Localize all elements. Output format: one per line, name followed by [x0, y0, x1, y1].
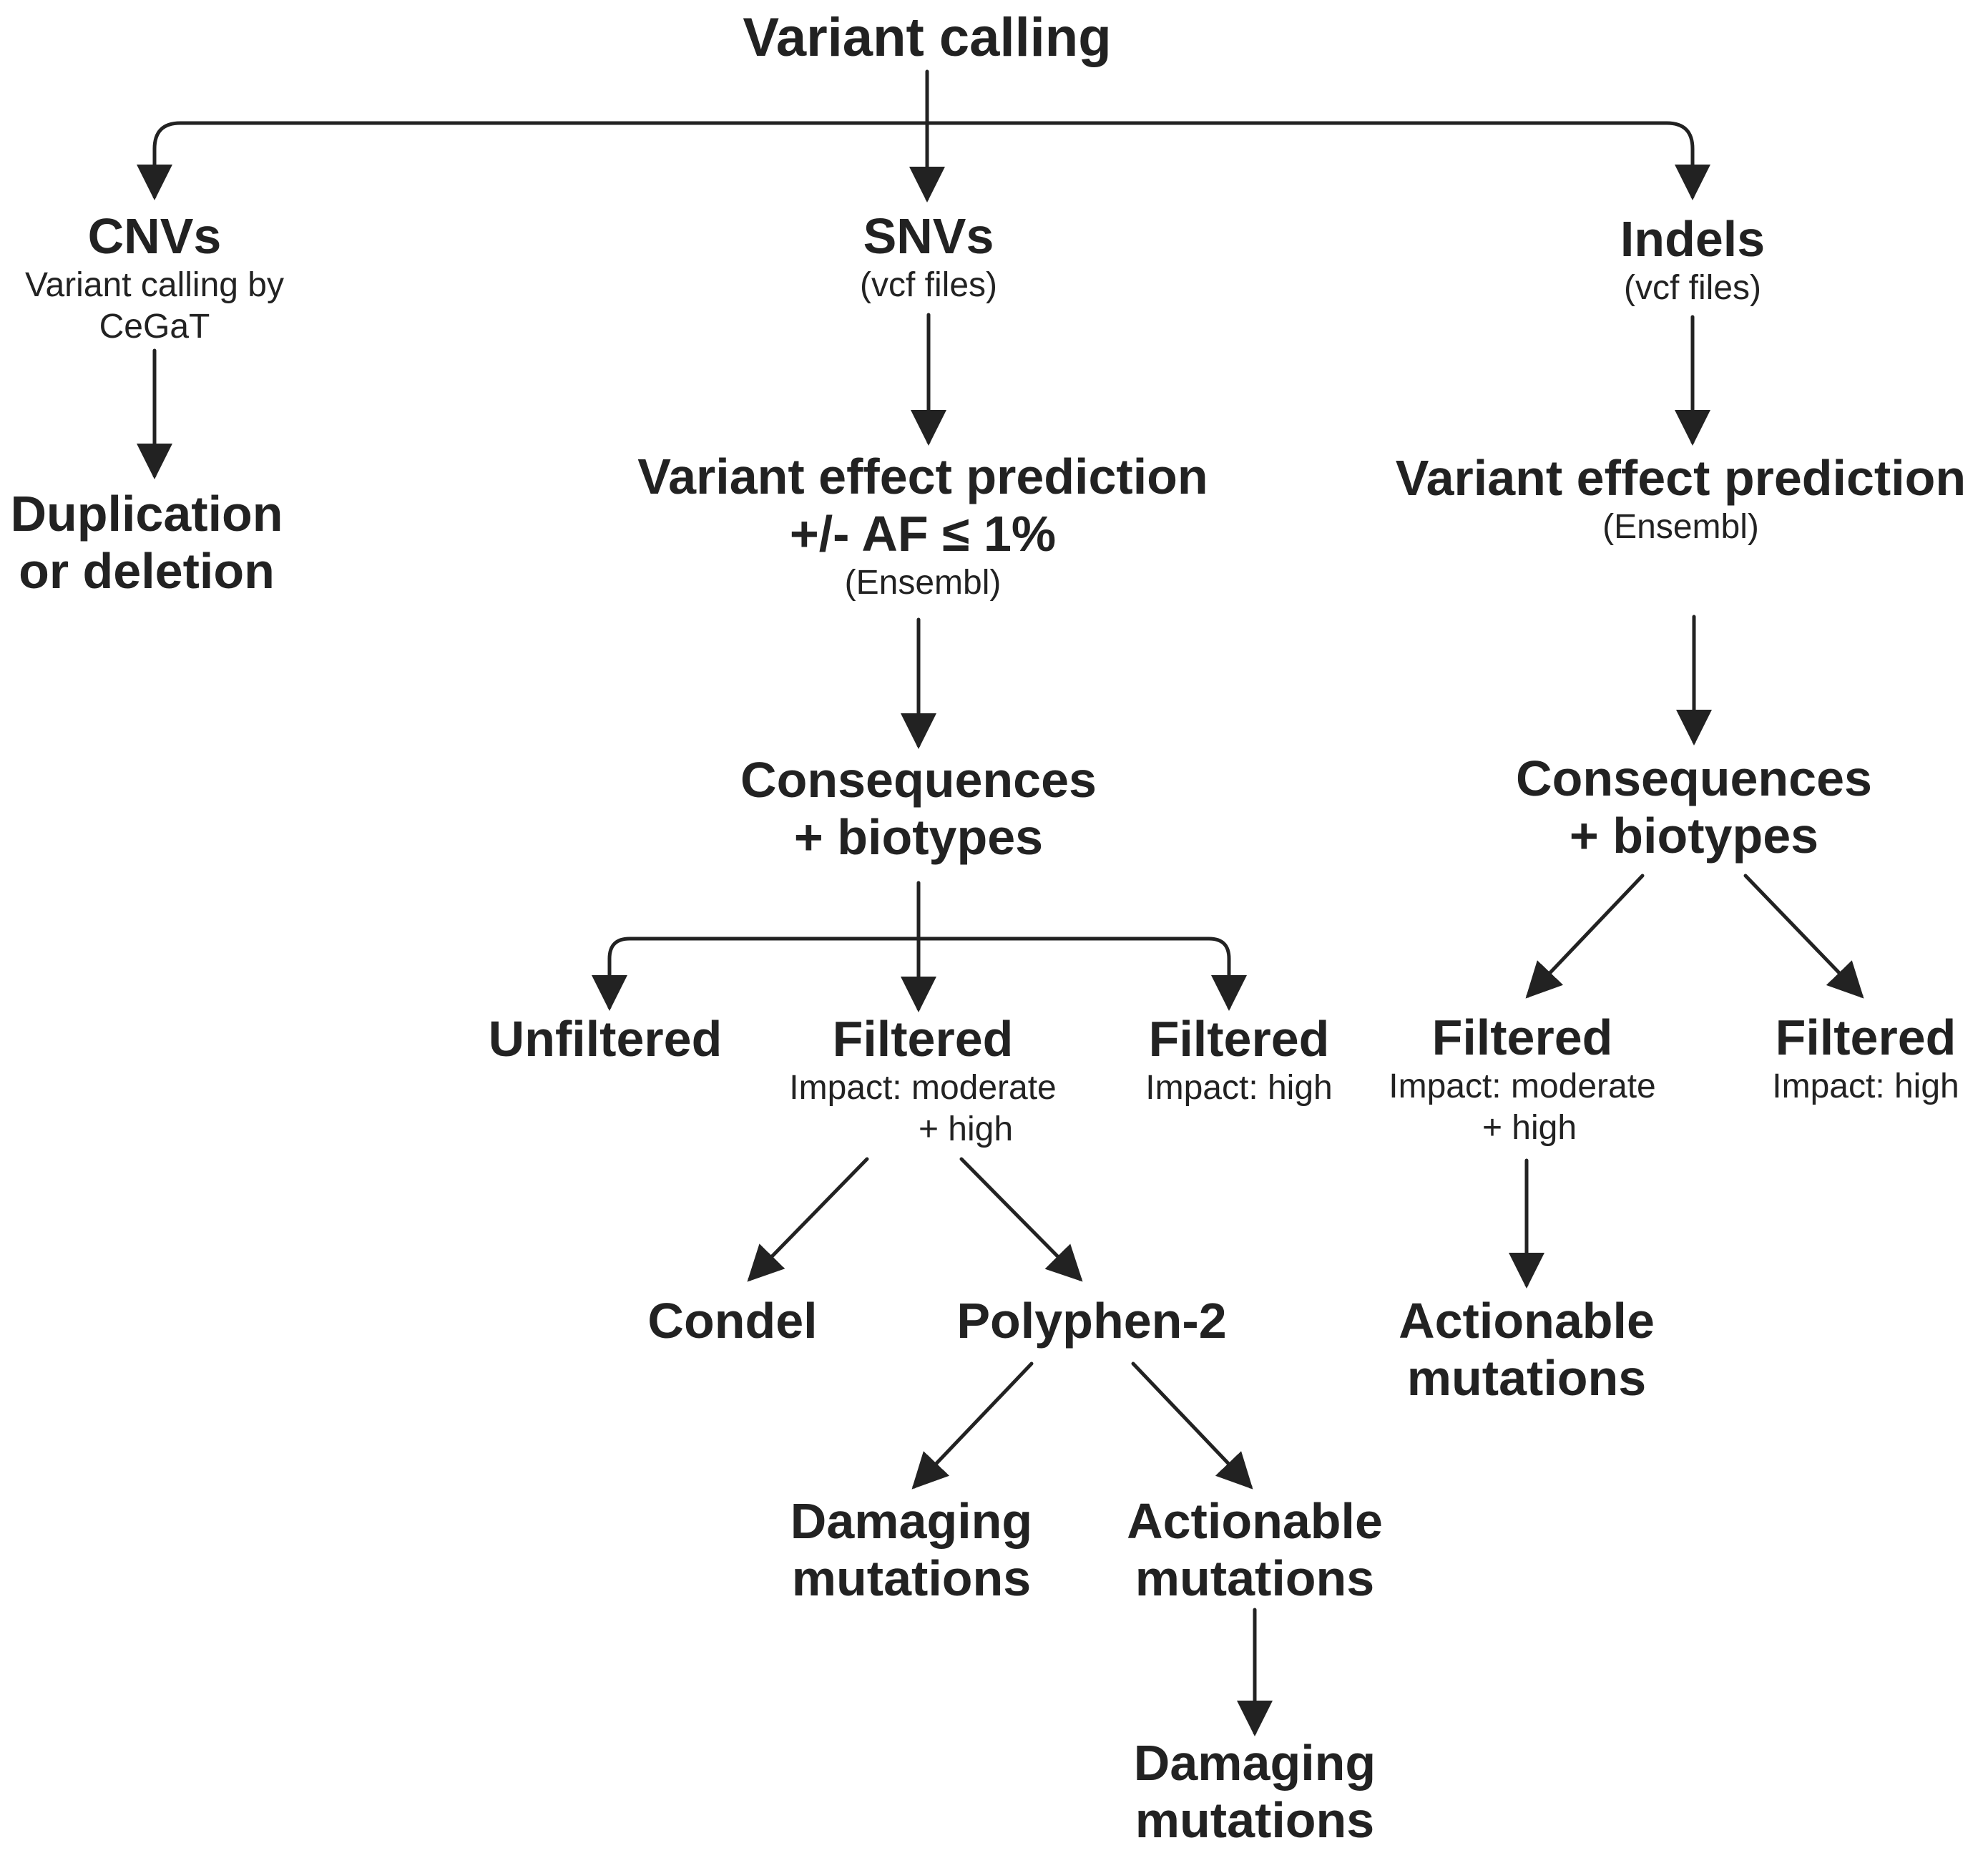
poly-actionable-line-2: mutations: [1135, 1550, 1375, 1606]
indels-subtitle: (vcf files): [1624, 269, 1761, 307]
node-snv-consequences: Consequences + biotypes: [704, 751, 1133, 866]
connector-snv-to-unfiltered: [592, 937, 921, 1011]
node-polyphen-damaging: Damaging mutations: [768, 1492, 1054, 1607]
snv-filtered-mod-title: Filtered: [832, 1011, 1014, 1067]
snv-consequences-line-1: Consequences: [740, 752, 1097, 808]
snv-filtered-high-title: Filtered: [1148, 1011, 1330, 1067]
node-polyphen-actionable: Actionable mutations: [1105, 1492, 1405, 1607]
snv-vep-line-2: +/- AF ≤ 1%: [789, 506, 1057, 562]
node-snv-unfiltered: Unfiltered: [462, 1010, 748, 1067]
connector-polyphen-to-actionable: [1131, 1361, 1253, 1490]
node-cnvs: CNVs Variant calling by CeGaT: [0, 207, 309, 348]
node-snv-vep: Variant effect prediction +/- AF ≤ 1% (E…: [601, 448, 1245, 604]
duplication-line-1: Duplication: [10, 486, 283, 542]
indel-actionable-line-1: Actionable: [1399, 1293, 1655, 1349]
connector-indel-to-filtered-mod: [1525, 874, 1645, 999]
node-snvs: SNVs (vcf files): [750, 207, 1107, 306]
final-damaging-line-2: mutations: [1135, 1792, 1375, 1848]
connector-filtered-to-condel: [747, 1157, 869, 1282]
poly-actionable-line-1: Actionable: [1127, 1493, 1383, 1549]
indel-filtered-mod-impact-1: Impact: moderate: [1389, 1067, 1656, 1105]
connector-polyphen-to-damaging: [911, 1361, 1034, 1490]
node-indel-actionable: Actionable mutations: [1376, 1292, 1677, 1407]
poly-damaging-line-1: Damaging: [790, 1493, 1033, 1549]
connector-filtered-to-polyphen: [959, 1157, 1083, 1282]
indel-consequences-line-1: Consequences: [1516, 751, 1872, 806]
poly-damaging-line-2: mutations: [791, 1550, 1032, 1606]
snv-vep-line-1: Variant effect prediction: [637, 449, 1208, 504]
cnvs-subtitle-2: CeGaT: [99, 308, 210, 346]
node-indels: Indels (vcf files): [1514, 210, 1871, 309]
node-snv-filtered-high: Filtered Impact: high: [1117, 1010, 1361, 1109]
indel-filtered-mod-impact-2: + high: [1482, 1109, 1577, 1147]
connector-snv-to-filtered-high: [916, 937, 1247, 1011]
connector-title-to-cnvs: [137, 121, 929, 200]
node-snv-filtered-moderate: Filtered Impact: moderate + high: [765, 1010, 1080, 1150]
indel-actionable-line-2: mutations: [1406, 1350, 1647, 1406]
indel-vep-line-1: Variant effect prediction: [1395, 450, 1967, 506]
node-final-damaging: Damaging mutations: [1112, 1734, 1398, 1849]
title-text: Variant calling: [743, 7, 1112, 68]
indel-consequences-line-2: + biotypes: [1569, 808, 1819, 864]
polyphen-title: Polyphen-2: [956, 1293, 1227, 1349]
indel-vep-source: (Ensembl): [1602, 508, 1759, 546]
condel-title: Condel: [647, 1293, 818, 1349]
connector-indel-to-filtered-high: [1743, 874, 1864, 999]
snv-filtered-high-impact: Impact: high: [1145, 1069, 1333, 1107]
node-polyphen: Polyphen-2: [949, 1292, 1235, 1349]
indel-filtered-high-impact: Impact: high: [1772, 1067, 1959, 1105]
node-condel: Condel: [618, 1292, 847, 1349]
node-indel-vep: Variant effect prediction (Ensembl): [1374, 449, 1988, 548]
snv-filtered-mod-impact-1: Impact: moderate: [789, 1069, 1057, 1107]
indel-filtered-mod-title: Filtered: [1431, 1009, 1613, 1065]
duplication-line-2: or deletion: [19, 543, 275, 599]
connector-title-to-indels: [925, 121, 1710, 200]
unfiltered-title: Unfiltered: [488, 1011, 723, 1067]
snvs-subtitle: (vcf files): [860, 266, 997, 304]
cnvs-subtitle-1: Variant calling by: [25, 266, 284, 304]
node-duplication-deletion: Duplication or deletion: [0, 485, 293, 600]
cnvs-title: CNVs: [87, 208, 222, 264]
indels-title: Indels: [1620, 211, 1766, 267]
snv-consequences-line-2: + biotypes: [793, 809, 1044, 865]
node-indel-filtered-high: Filtered Impact: high: [1744, 1009, 1987, 1108]
final-damaging-line-1: Damaging: [1133, 1735, 1376, 1791]
snv-vep-source: (Ensembl): [844, 564, 1002, 602]
node-indel-consequences: Consequences + biotypes: [1479, 750, 1909, 864]
diagram-title: Variant calling: [641, 7, 1213, 69]
node-indel-filtered-moderate: Filtered Impact: moderate + high: [1365, 1009, 1680, 1149]
indel-filtered-high-title: Filtered: [1775, 1009, 1957, 1065]
snvs-title: SNVs: [863, 208, 994, 264]
snv-filtered-mod-impact-2: + high: [918, 1110, 1014, 1148]
